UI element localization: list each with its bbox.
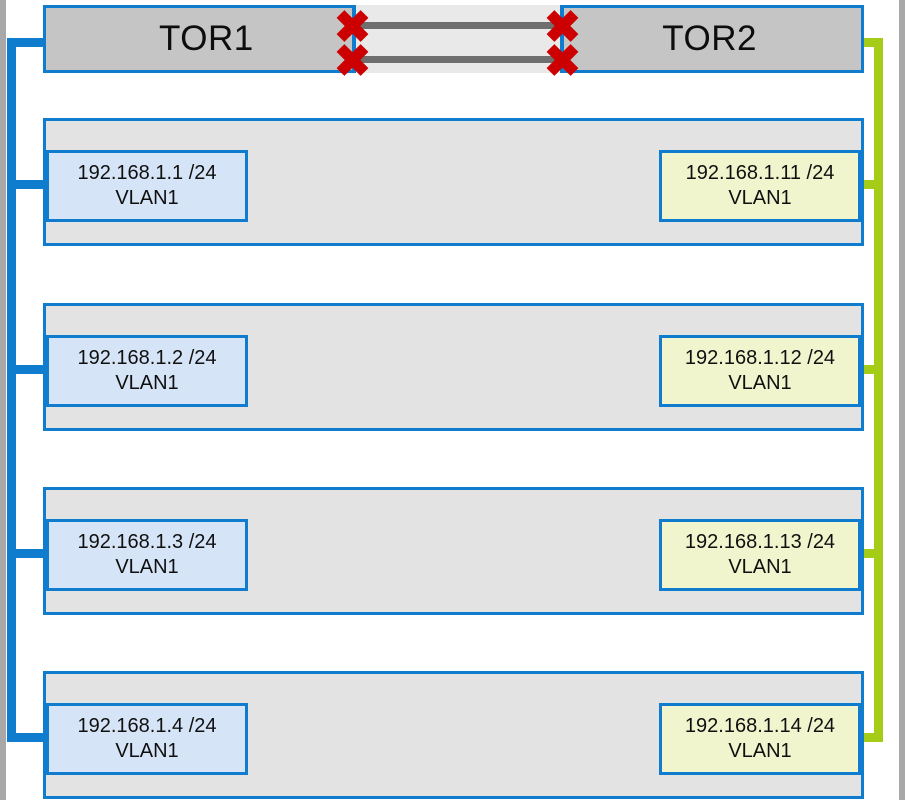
ip-box-left[interactable]: 192.168.1.2 /24 VLAN1 (46, 335, 248, 407)
vlan-label: VLAN1 (728, 740, 792, 762)
tor-switch-bar[interactable]: TOR1 TOR2 (43, 5, 864, 73)
ip-box-right[interactable]: 192.168.1.12 /24 VLAN1 (659, 335, 861, 407)
vlan-label: VLAN1 (728, 556, 792, 578)
switch-label-tor2: TOR2 (662, 19, 757, 58)
ip-address: 192.168.1.2 /24 (77, 347, 217, 369)
ip-box-right[interactable]: 192.168.1.13 /24 VLAN1 (659, 519, 861, 591)
vlan-label: VLAN1 (728, 372, 792, 394)
ip-address: 192.168.1.11 /24 (685, 162, 835, 184)
trunk-bus-left (7, 38, 16, 738)
host-row[interactable]: 192.168.1.1 /24 VLAN1 192.168.1.11 /24 V… (43, 118, 864, 246)
ip-box-left[interactable]: 192.168.1.4 /24 VLAN1 (46, 703, 248, 775)
vlan-label: VLAN1 (115, 740, 179, 762)
vlan-label: VLAN1 (115, 556, 179, 578)
interswitch-cable-top (354, 22, 562, 29)
trunk-branch-right-row-1 (860, 180, 883, 189)
ip-address: 192.168.1.12 /24 (684, 347, 836, 369)
trunk-branch-right-row-3 (860, 549, 883, 558)
ip-address: 192.168.1.14 /24 (684, 715, 836, 737)
vlan-label: VLAN1 (728, 187, 792, 209)
trunk-branch-right-switch (860, 38, 883, 47)
interswitch-link-panel (352, 5, 564, 73)
port-boundary-tor1 (352, 5, 356, 73)
host-row[interactable]: 192.168.1.3 /24 VLAN1 192.168.1.13 /24 V… (43, 487, 864, 615)
ip-box-right[interactable]: 192.168.1.11 /24 VLAN1 (659, 150, 861, 222)
ip-address: 192.168.1.3 /24 (77, 531, 217, 553)
ip-box-right[interactable]: 192.168.1.14 /24 VLAN1 (659, 703, 861, 775)
trunk-branch-left-switch (7, 38, 47, 47)
port-boundary-tor2 (560, 5, 564, 73)
switch-label-tor1: TOR1 (159, 19, 254, 58)
trunk-branch-left-row-1 (7, 180, 47, 189)
ip-address: 192.168.1.4 /24 (77, 715, 217, 737)
trunk-branch-left-row-3 (7, 549, 47, 558)
host-row[interactable]: 192.168.1.2 /24 VLAN1 192.168.1.12 /24 V… (43, 303, 864, 431)
trunk-bus-right (874, 38, 883, 738)
page-edge-right (899, 0, 905, 800)
ip-box-left[interactable]: 192.168.1.1 /24 VLAN1 (46, 150, 248, 222)
ip-box-left[interactable]: 192.168.1.3 /24 VLAN1 (46, 519, 248, 591)
vlan-label: VLAN1 (115, 372, 179, 394)
ip-address: 192.168.1.1 /24 (77, 162, 217, 184)
page-edge-left (0, 0, 6, 800)
trunk-branch-right-row-4 (860, 733, 883, 742)
trunk-branch-left-row-4 (7, 733, 47, 742)
host-row[interactable]: 192.168.1.4 /24 VLAN1 192.168.1.14 /24 V… (43, 671, 864, 799)
ip-address: 192.168.1.13 /24 (684, 531, 836, 553)
interswitch-cable-bottom (354, 56, 562, 63)
vlan-label: VLAN1 (115, 187, 179, 209)
trunk-branch-left-row-2 (7, 365, 47, 374)
trunk-branch-right-row-2 (860, 365, 883, 374)
